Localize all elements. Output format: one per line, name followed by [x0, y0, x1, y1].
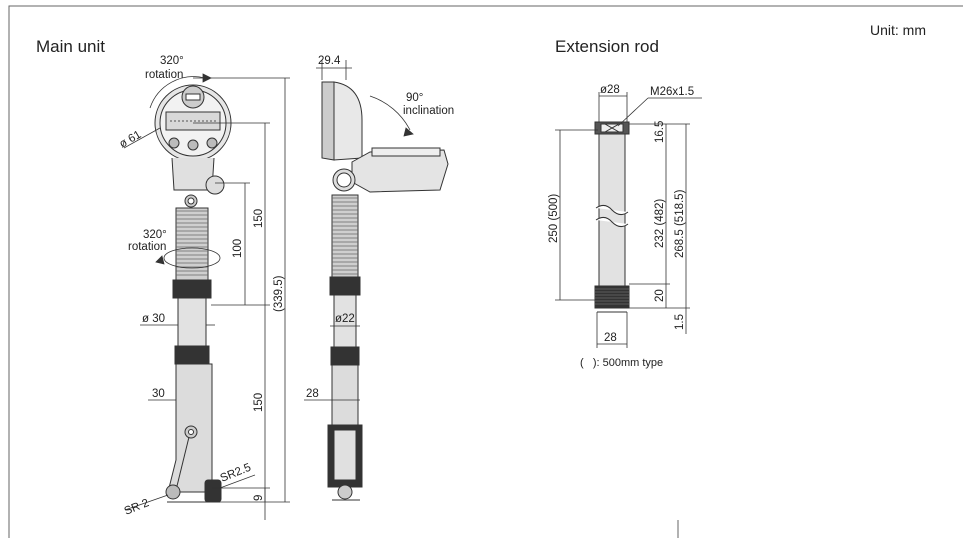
sr2-5-label: SR2.5 — [219, 462, 253, 485]
dim-diameter-22: ø22 — [335, 313, 355, 325]
inclination-angle: 90° — [406, 92, 423, 104]
rotation-mid-word: rotation — [128, 241, 166, 253]
rod-grip — [595, 286, 629, 308]
rotation-top-angle: 320° — [160, 55, 184, 67]
extension-rod-drawing — [595, 122, 629, 312]
side-head — [334, 82, 362, 160]
rotation-mid-angle: 320° — [143, 229, 167, 241]
dim-9: 9 — [253, 495, 265, 501]
button-3 — [207, 138, 217, 148]
dim-total: (339.5) — [273, 275, 285, 312]
side-view — [322, 82, 448, 500]
grip-ring-lower — [175, 346, 209, 364]
sr2-label: SR 2 — [123, 497, 151, 518]
dim-diameter-30: ø 30 — [142, 313, 165, 325]
main-unit-front-view — [155, 85, 231, 502]
contact-point-left — [166, 485, 180, 499]
side-knob — [206, 176, 224, 194]
rotation-ellipse-mid — [164, 248, 220, 268]
grip-ring-upper — [173, 280, 211, 298]
extension-rod-title: Extension rod — [555, 37, 659, 56]
main-unit-title: Main unit — [36, 37, 105, 56]
dim-232: 232 (482) — [654, 199, 666, 248]
dim-28-side: 28 — [306, 388, 319, 400]
thread-label: M26x1.5 — [650, 86, 694, 98]
rotation-arc-top — [150, 77, 205, 108]
dim-100: 100 — [232, 239, 244, 258]
dial-diameter-label: ø 61 — [118, 129, 144, 151]
side-bellows — [332, 195, 358, 277]
dim-28-rod: 28 — [604, 332, 617, 344]
unit-label: Unit: mm — [870, 22, 926, 38]
dim-30: 30 — [152, 388, 165, 400]
dim-16-5: 16.5 — [654, 121, 666, 143]
dim-diameter-28: ø28 — [600, 84, 620, 96]
type-note: ( ): 500mm type — [580, 357, 663, 369]
dim-150-upper: 150 — [253, 209, 265, 228]
dim-29-4: 29.4 — [318, 55, 341, 67]
knurled-contact — [205, 480, 221, 502]
main-unit-dimensions — [124, 73, 290, 520]
bellows-ribs — [176, 211, 208, 275]
side-view-dimensions — [304, 60, 414, 400]
rotation-top-word: rotation — [145, 69, 183, 81]
inclination-word: inclination — [403, 105, 454, 117]
drawing-frame — [9, 6, 963, 538]
button-2 — [188, 140, 198, 150]
dim-1-5: 1.5 — [674, 314, 686, 330]
extension-rod-dimensions — [555, 92, 702, 348]
dim-20: 20 — [654, 289, 666, 302]
dim-250: 250 (500) — [548, 194, 560, 243]
rod-grip-ribs — [595, 289, 629, 304]
dim-268-5: 268.5 (518.5) — [674, 189, 686, 258]
inclination-arc — [370, 96, 410, 130]
dim-150-lower: 150 — [253, 393, 265, 412]
button-1 — [169, 138, 179, 148]
side-bellows-ribs — [332, 198, 358, 274]
lcd-display — [166, 112, 220, 130]
rod-upper — [178, 298, 206, 346]
